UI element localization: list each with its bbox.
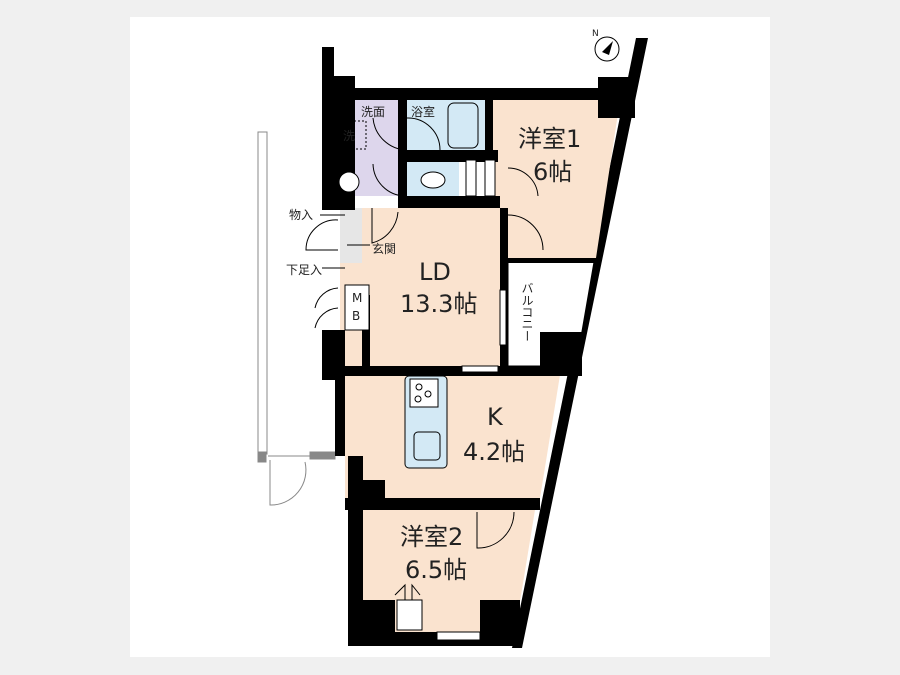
western2-name: 洋室2 <box>400 523 463 551</box>
western1-size: 6帖 <box>533 158 572 186</box>
kitchen-name: K <box>487 403 504 431</box>
entrance-floor <box>340 208 362 263</box>
western2-size: 6.5帖 <box>405 556 467 584</box>
ld-size: 13.3帖 <box>400 290 477 318</box>
room-kitchen <box>345 375 560 498</box>
balcony-label: バルコニー <box>520 282 534 342</box>
compass-label: N <box>592 29 599 39</box>
meter-box-m: M <box>352 291 362 305</box>
sink <box>413 431 441 461</box>
shoe-storage-label: 下足入 <box>286 263 322 277</box>
fixtures <box>337 102 479 631</box>
storage-label: 物入 <box>289 208 313 222</box>
washroom-label: 洗面 <box>361 105 385 119</box>
compass: N <box>592 29 620 62</box>
bathroom-label: 浴室 <box>411 104 435 119</box>
entrance-label: 玄関 <box>372 241 396 256</box>
windows <box>436 159 507 641</box>
bathtub <box>447 102 479 149</box>
room-western-1 <box>487 100 620 258</box>
exterior-corridor <box>257 131 336 506</box>
closet <box>396 599 423 631</box>
washer-space <box>337 120 367 150</box>
western1-name: 洋室1 <box>518 125 581 153</box>
north-arrow-icon <box>602 41 613 55</box>
washer-label: 洗 <box>343 129 355 143</box>
wash-basin <box>338 171 360 193</box>
stove <box>409 378 439 408</box>
kitchen-size: 4.2帖 <box>463 438 525 466</box>
door-swings <box>305 117 544 600</box>
meter-box-b: B <box>352 309 360 323</box>
toilet <box>420 171 446 189</box>
leader-lines <box>320 214 370 269</box>
meter-box <box>344 284 370 331</box>
ld-name: LD <box>419 258 451 286</box>
walls <box>322 47 635 646</box>
